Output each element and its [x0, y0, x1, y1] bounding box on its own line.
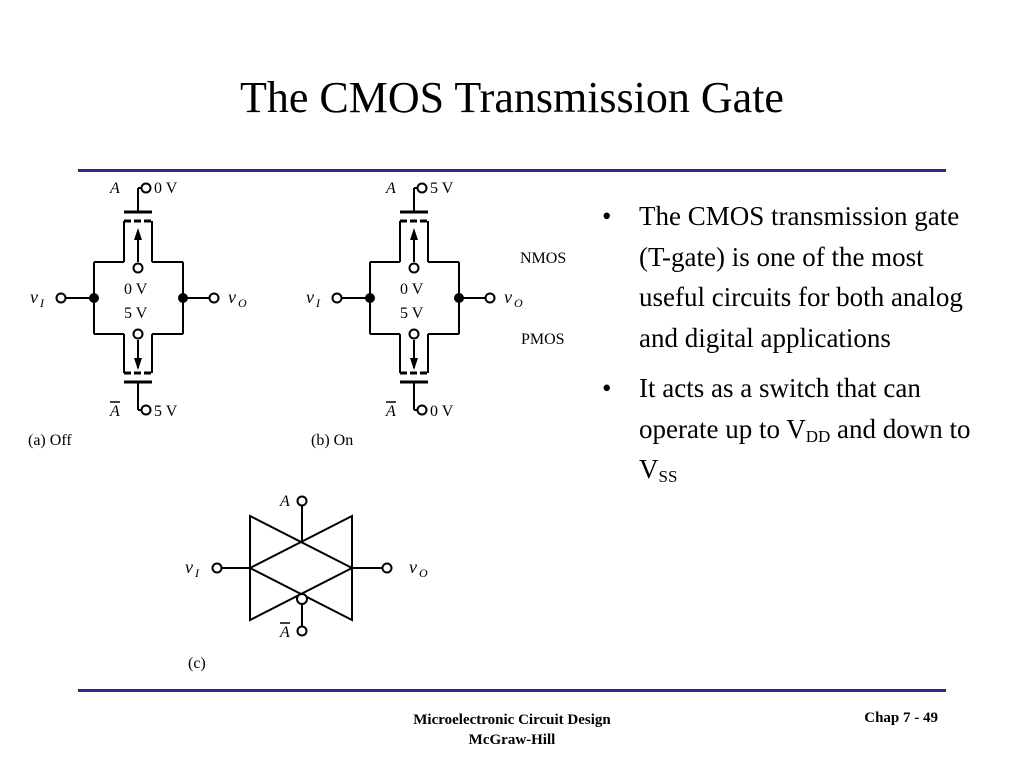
c-output-sub: O [419, 566, 428, 580]
vss-subscript: SS [658, 467, 678, 486]
c-output-label: v [409, 557, 417, 577]
bullet-text-before: It acts as a switch that can operate up … [639, 373, 921, 444]
b-caption: (b) On [311, 432, 353, 449]
b-output-label: v [504, 287, 512, 307]
b-inner-bottom: 5 V [400, 305, 424, 322]
circuit-figure: A 0 V 0 V 5 V A 5 V v I v O (a) Off A 5 … [28, 180, 566, 672]
b-gate-label: A [385, 180, 396, 197]
b-input-sub: I [315, 296, 321, 310]
nmos-label: NMOS [520, 250, 566, 267]
c-input-sub: I [194, 566, 200, 580]
a-input-sub: I [39, 296, 45, 310]
bullet-item: • It acts as a switch that can operate u… [602, 368, 972, 490]
b-inner-top: 0 V [400, 281, 424, 298]
b-gate-voltage: 5 V [430, 180, 454, 197]
a-output-label: v [228, 287, 236, 307]
a-caption: (a) Off [28, 432, 72, 449]
a-input-label: v [30, 287, 38, 307]
b-gate-bar-label: A [385, 403, 396, 420]
bullet-text-middle: and down to V [639, 413, 971, 485]
bullet-marker: • [602, 373, 612, 403]
b-output-sub: O [514, 296, 523, 310]
slide-title: The CMOS Transmission Gate [240, 73, 784, 122]
a-output-sub: O [238, 296, 247, 310]
c-input-label: v [185, 557, 193, 577]
a-gate-label: A [109, 180, 120, 197]
a-inner-bottom: 5 V [124, 305, 148, 322]
c-gate-bar-label: A [279, 624, 290, 641]
a-gate-bar-label: A [109, 403, 120, 420]
page-number: Chap 7 - 49 [864, 710, 938, 726]
a-gate-voltage: 0 V [154, 180, 178, 197]
bullet-text: The CMOS transmission gate (T-gate) is o… [639, 201, 963, 353]
bullet-list: • The CMOS transmission gate (T-gate) is… [602, 196, 972, 500]
bullet-item: • The CMOS transmission gate (T-gate) is… [602, 196, 972, 358]
c-gate-label: A [279, 493, 290, 510]
a-gate-bar-voltage: 5 V [154, 403, 178, 420]
pmos-label: PMOS [521, 331, 565, 348]
footer-source: Microelectronic Circuit Design McGraw-Hi… [0, 710, 1024, 750]
footer-publisher: McGraw-Hill [468, 732, 556, 748]
footer-book-title: Microelectronic Circuit Design [413, 712, 611, 728]
top-divider [78, 169, 946, 172]
b-input-label: v [306, 287, 314, 307]
circuit-b-wiring [342, 193, 485, 402]
tgate-symbol [222, 505, 382, 626]
bottom-divider [78, 689, 946, 692]
b-gate-bar-voltage: 0 V [430, 403, 454, 420]
c-caption: (c) [188, 655, 206, 672]
a-inner-top: 0 V [124, 281, 148, 298]
bullet-marker: • [602, 201, 612, 231]
vdd-subscript: DD [805, 426, 831, 446]
